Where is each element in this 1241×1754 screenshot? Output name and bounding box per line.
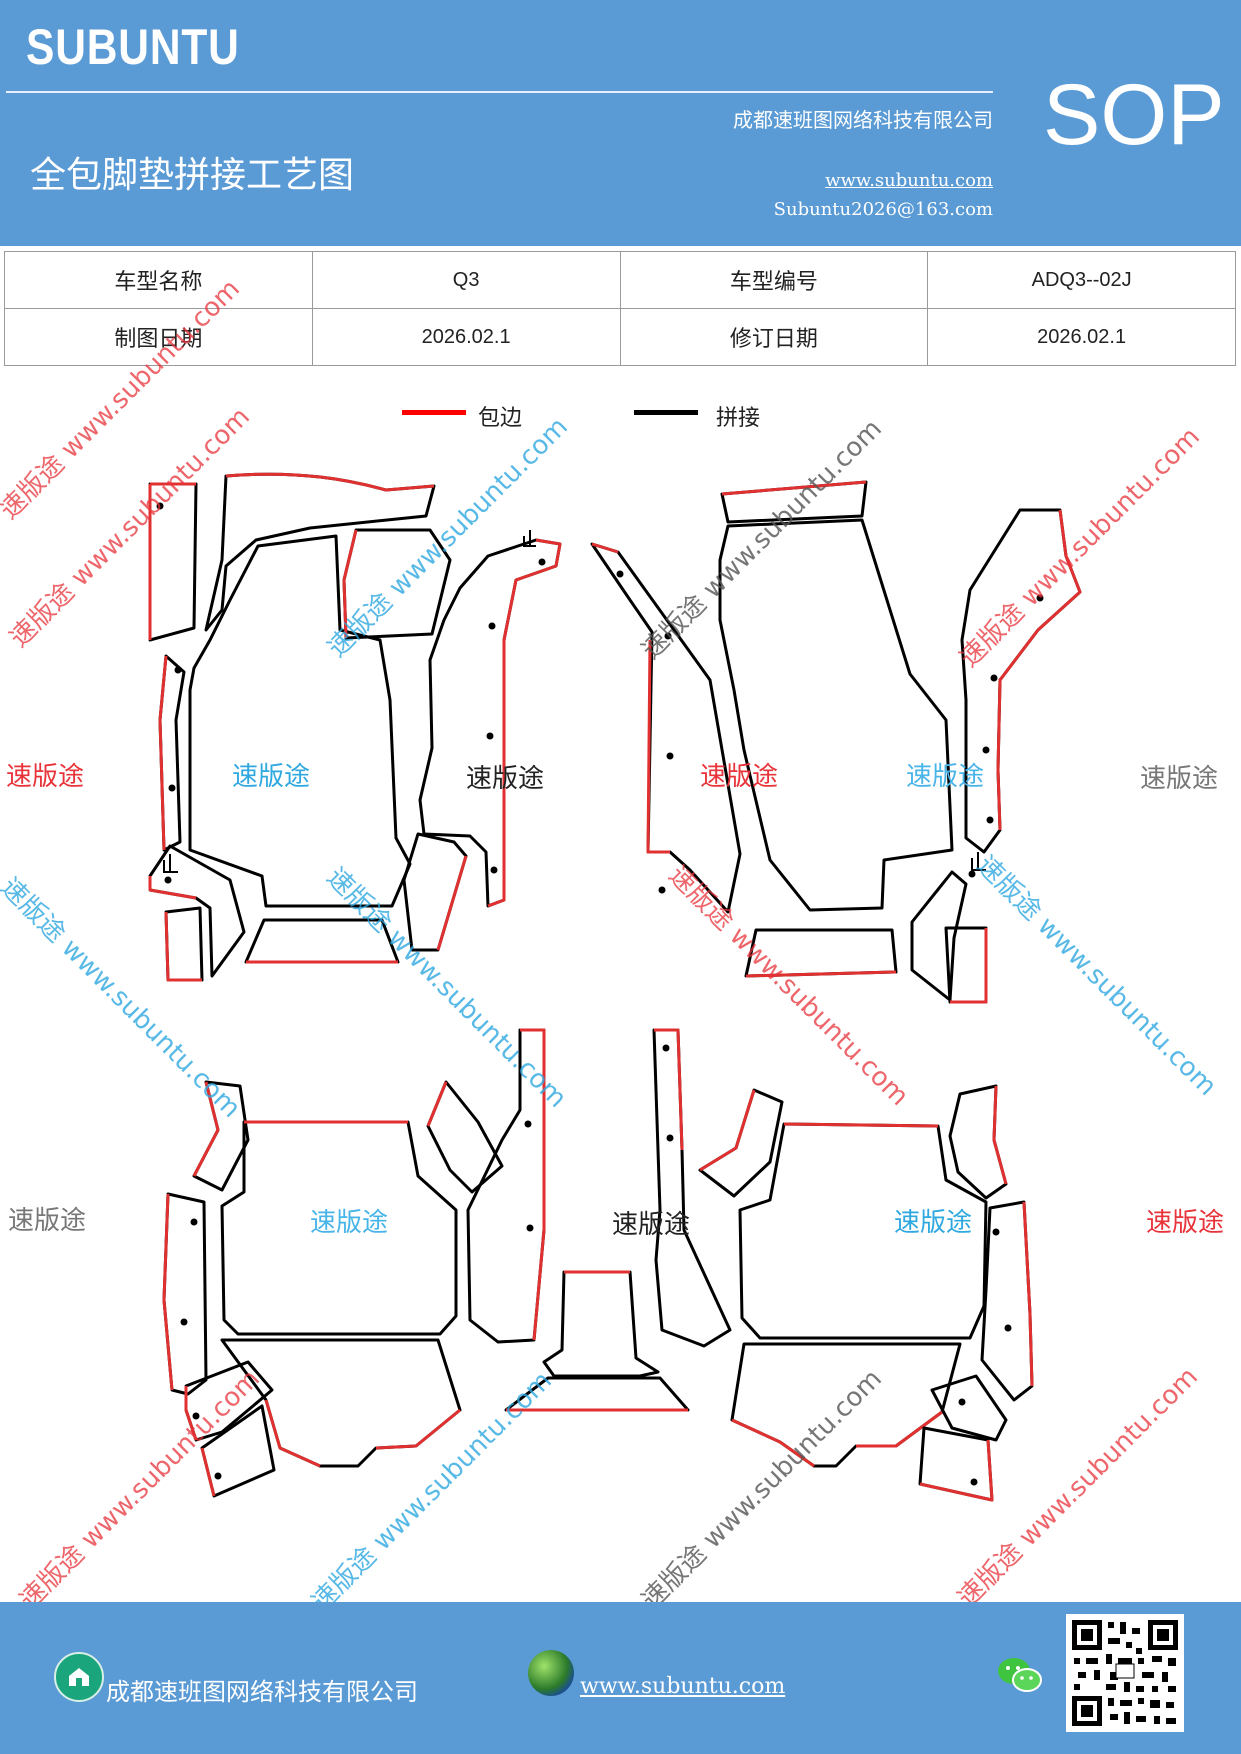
footer-company: 成都速班图网络科技有限公司 xyxy=(106,1678,418,1706)
mat-piece xyxy=(910,870,968,1002)
document-title: 全包脚垫拼接工艺图 xyxy=(30,155,355,196)
qr-code xyxy=(1066,1614,1184,1732)
model-code-value: ADQ3--02J xyxy=(927,251,1236,309)
revise-date-label: 修订日期 xyxy=(619,308,929,366)
wechat-icon[interactable] xyxy=(996,1654,1044,1702)
watermark-label: 速版途 xyxy=(232,762,311,792)
watermark-label: 速版途 xyxy=(6,762,85,792)
model-code-label: 车型编号 xyxy=(619,251,929,309)
mat-piece xyxy=(542,1270,660,1378)
watermark-label: 速版途 xyxy=(700,762,779,792)
home-icon xyxy=(54,1652,104,1702)
legend-edge-swatch xyxy=(402,410,466,415)
mat-piece xyxy=(220,1120,458,1336)
mat-piece xyxy=(652,1028,732,1348)
mat-piece xyxy=(930,1374,1008,1442)
mat-piece xyxy=(948,1084,1008,1200)
info-table: 车型名称 Q3 车型编号 ADQ3--02J 制图日期 2026.02.1 修订… xyxy=(4,251,1236,366)
watermark-label: 速版途 xyxy=(612,1210,691,1240)
mat-piece xyxy=(918,1426,994,1502)
floor-mat-diagram xyxy=(148,472,1082,1502)
info-row: 制图日期 2026.02.1 修订日期 2026.02.1 xyxy=(4,308,1236,366)
revise-date-value: 2026.02.1 xyxy=(927,308,1236,366)
header-banner: SUBUNTU 成都速班图网络科技有限公司 全包脚垫拼接工艺图 www.subu… xyxy=(0,0,1241,246)
brand-logo: SUBUNTU xyxy=(26,19,240,75)
mat-piece xyxy=(698,1088,784,1198)
model-name-label: 车型名称 xyxy=(4,251,313,309)
footer-website-link[interactable]: www.subuntu.com xyxy=(580,1674,786,1699)
legend-edge-label: 包边 xyxy=(478,406,523,431)
watermark-label: 速版途 xyxy=(8,1206,87,1236)
mat-piece xyxy=(188,534,412,908)
header-company: 成都速班图网络科技有限公司 xyxy=(733,108,993,132)
draw-date-label: 制图日期 xyxy=(4,308,313,366)
footer-banner: 成都速班图网络科技有限公司 www.subuntu.com xyxy=(0,1602,1241,1754)
mat-piece xyxy=(164,906,204,982)
watermark-label: 速版途 xyxy=(466,764,545,794)
draw-date-value: 2026.02.1 xyxy=(311,308,621,366)
sop-badge: SOP xyxy=(1043,67,1225,163)
watermark-label: 速版途 xyxy=(310,1208,389,1238)
header-email[interactable]: Subuntu2026@163.com xyxy=(773,199,993,220)
mat-piece xyxy=(590,542,742,914)
model-name-value: Q3 xyxy=(311,251,621,309)
watermark-label: 速版途 xyxy=(906,762,985,792)
watermark-label: 速版途 xyxy=(894,1208,973,1238)
legend-splice-label: 拼接 xyxy=(716,406,761,431)
legend-splice-swatch xyxy=(634,410,698,415)
watermark-label: 速版途 xyxy=(1140,764,1219,794)
mat-piece xyxy=(718,518,954,912)
header-divider xyxy=(6,91,993,93)
header-website-link[interactable]: www.subuntu.com xyxy=(825,170,993,191)
mat-piece xyxy=(738,1122,988,1340)
globe-icon xyxy=(528,1650,574,1696)
info-row: 车型名称 Q3 车型编号 ADQ3--02J xyxy=(4,251,1236,309)
watermark-label: 速版途 xyxy=(1146,1208,1225,1238)
